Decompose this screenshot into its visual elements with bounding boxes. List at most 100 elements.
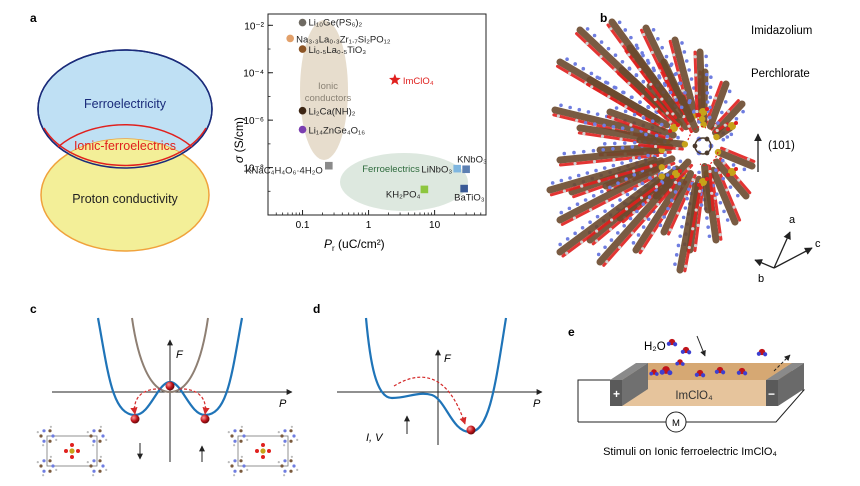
- ferro-group-label: Ferroelectrics: [362, 164, 420, 175]
- d-f-label: F: [444, 353, 452, 365]
- meter-label: M: [672, 418, 680, 429]
- ionic-group-label-1: Ionic: [318, 81, 338, 92]
- c-unit-cell-left: [36, 425, 108, 477]
- d-switch-arrow: [393, 376, 467, 425]
- venn-middle-label: Ionic-ferroelectrics: [74, 139, 176, 153]
- chart-ylabel: σ (S/cm): [232, 117, 246, 163]
- data-point: [325, 161, 333, 170]
- data-label: Li₁₄ZnGe₄O₁₆: [309, 126, 366, 137]
- data-label: Li₂Ca(NH)₂: [309, 107, 356, 118]
- plus-sign: +: [613, 387, 620, 401]
- minus-sign: −: [768, 387, 775, 401]
- chart-ticks: 0.1 1 10 10⁻² 10⁻⁴ 10⁻⁶ 10⁻⁸: [243, 21, 487, 231]
- direction-label: (101): [768, 140, 795, 152]
- ylabel-rest: (S/cm): [232, 117, 246, 156]
- panel-label-d: d: [313, 302, 320, 316]
- electrode-left-front: [610, 380, 622, 406]
- y-tick-label: 10⁻⁶: [243, 116, 264, 127]
- data-label: Li₁₀Ge(PS₆)₂: [309, 18, 363, 29]
- xlabel-main: P: [324, 237, 332, 251]
- data-point: [389, 73, 401, 85]
- ionic-group-label-2: conductors: [305, 93, 352, 104]
- c-p-label: P: [279, 398, 287, 410]
- data-label: KNbO₃: [457, 154, 487, 165]
- axis-b-label: b: [758, 273, 764, 285]
- device-caption: Stimuli on Ionic ferroelectric ImClO₄: [603, 446, 777, 458]
- slab-front: [622, 380, 766, 406]
- h2o-label: H₂O: [644, 341, 666, 353]
- data-point: [286, 34, 294, 43]
- data-point: [453, 164, 462, 173]
- crystal-structure: [546, 18, 756, 274]
- data-point: [298, 125, 307, 134]
- xlabel-sub: r: [332, 244, 335, 253]
- ionic-group-region: [300, 20, 348, 160]
- venn-overlap-upper-edge: [57, 124, 193, 148]
- c-paraelectric-curve: [131, 317, 209, 394]
- data-label: ImClO₄: [403, 76, 434, 87]
- conductivity-chart: Ionic conductors Ferroelectrics 0.1 1 10 10…: [232, 13, 487, 253]
- c-switch-arrow-left: [130, 388, 162, 415]
- y-tick-label: 10⁻²: [244, 21, 264, 32]
- c-f-label: F: [176, 349, 184, 361]
- axis-c-label: c: [815, 238, 821, 250]
- panel-label-c: c: [30, 302, 37, 316]
- ylabel-main: σ: [232, 155, 246, 163]
- chart-points: Li₁₀Ge(PS₆)₂ Na₃.₃La₀.₃Zr₁.₇Si₂PO₁₂Li₀.₅L…: [245, 18, 487, 204]
- y-tick-label: 10⁻⁸: [243, 164, 264, 175]
- circuit-wire-left: [577, 379, 622, 422]
- double-well-c: [36, 317, 299, 477]
- data-label: Na₃.₃La₀.₃Zr₁.₇Si₂PO₁₂: [296, 34, 391, 45]
- data-point: [420, 185, 429, 194]
- x-tick-label: 10: [429, 220, 441, 231]
- data-label: LiNbO₃: [421, 165, 452, 176]
- panel-label-a: a: [30, 11, 37, 25]
- axes-triad: [754, 231, 813, 269]
- water-out-arrow: [773, 354, 791, 372]
- c-ball-right: [200, 414, 210, 424]
- c-switch-arrow-right: [178, 388, 210, 415]
- axis-a-arrow: [773, 231, 791, 269]
- data-point: [298, 45, 307, 53]
- data-label: KNaC₄H₄O₆·4H₂O: [245, 166, 323, 177]
- meter-symbol: [665, 411, 687, 433]
- panel-label-b: b: [600, 11, 607, 25]
- c-ball-center: [165, 381, 175, 391]
- xlabel-rest: (uC/cm²): [335, 237, 385, 251]
- d-tilted-curve: [364, 317, 508, 434]
- data-point: [298, 18, 307, 27]
- data-point: [462, 165, 470, 174]
- data-point: [460, 184, 468, 193]
- d-stimulus-label: I, V: [366, 432, 384, 444]
- data-label: BaTiO₃: [454, 193, 485, 204]
- panel-label-e: e: [568, 325, 575, 339]
- material-label: ImClO₄: [675, 390, 713, 402]
- y-tick-label: 10⁻⁴: [243, 69, 264, 80]
- data-label: Li₀.₅La₀.₅TiO₃: [309, 45, 367, 56]
- device-schematic: [577, 335, 806, 433]
- venn-overlap-lower-edge: [43, 127, 207, 167]
- c-unit-cell-right: [227, 425, 299, 477]
- electrode-right-top: [766, 363, 804, 380]
- imidazolium-label: Imidazolium: [751, 25, 812, 37]
- axis-a-label: a: [789, 214, 796, 226]
- x-tick-label: 1: [366, 220, 372, 231]
- venn-top-label: Ferroelectricity: [84, 97, 167, 111]
- ferro-group-region: [340, 153, 468, 211]
- x-tick-label: 0.1: [296, 220, 310, 231]
- axis-c-arrow: [773, 247, 813, 269]
- water-molecules: [649, 338, 768, 378]
- data-point: [298, 106, 307, 115]
- venn-bottom-label: Proton conductivity: [72, 192, 178, 206]
- chart-xlabel: Pr (uC/cm²): [324, 237, 385, 253]
- d-ball: [466, 425, 476, 435]
- venn-diagram: Ferroelectricity Ionic-ferroelectrics Pr…: [37, 49, 213, 252]
- electrode-right-front: [766, 380, 778, 406]
- data-label: KH₂PO₄: [386, 189, 421, 200]
- double-well-d: [337, 317, 543, 445]
- perchlorate-label: Perchlorate: [751, 68, 810, 80]
- water-in-arrow: [696, 335, 706, 357]
- electrode-left-top: [610, 363, 648, 380]
- axis-b-arrow: [754, 259, 775, 269]
